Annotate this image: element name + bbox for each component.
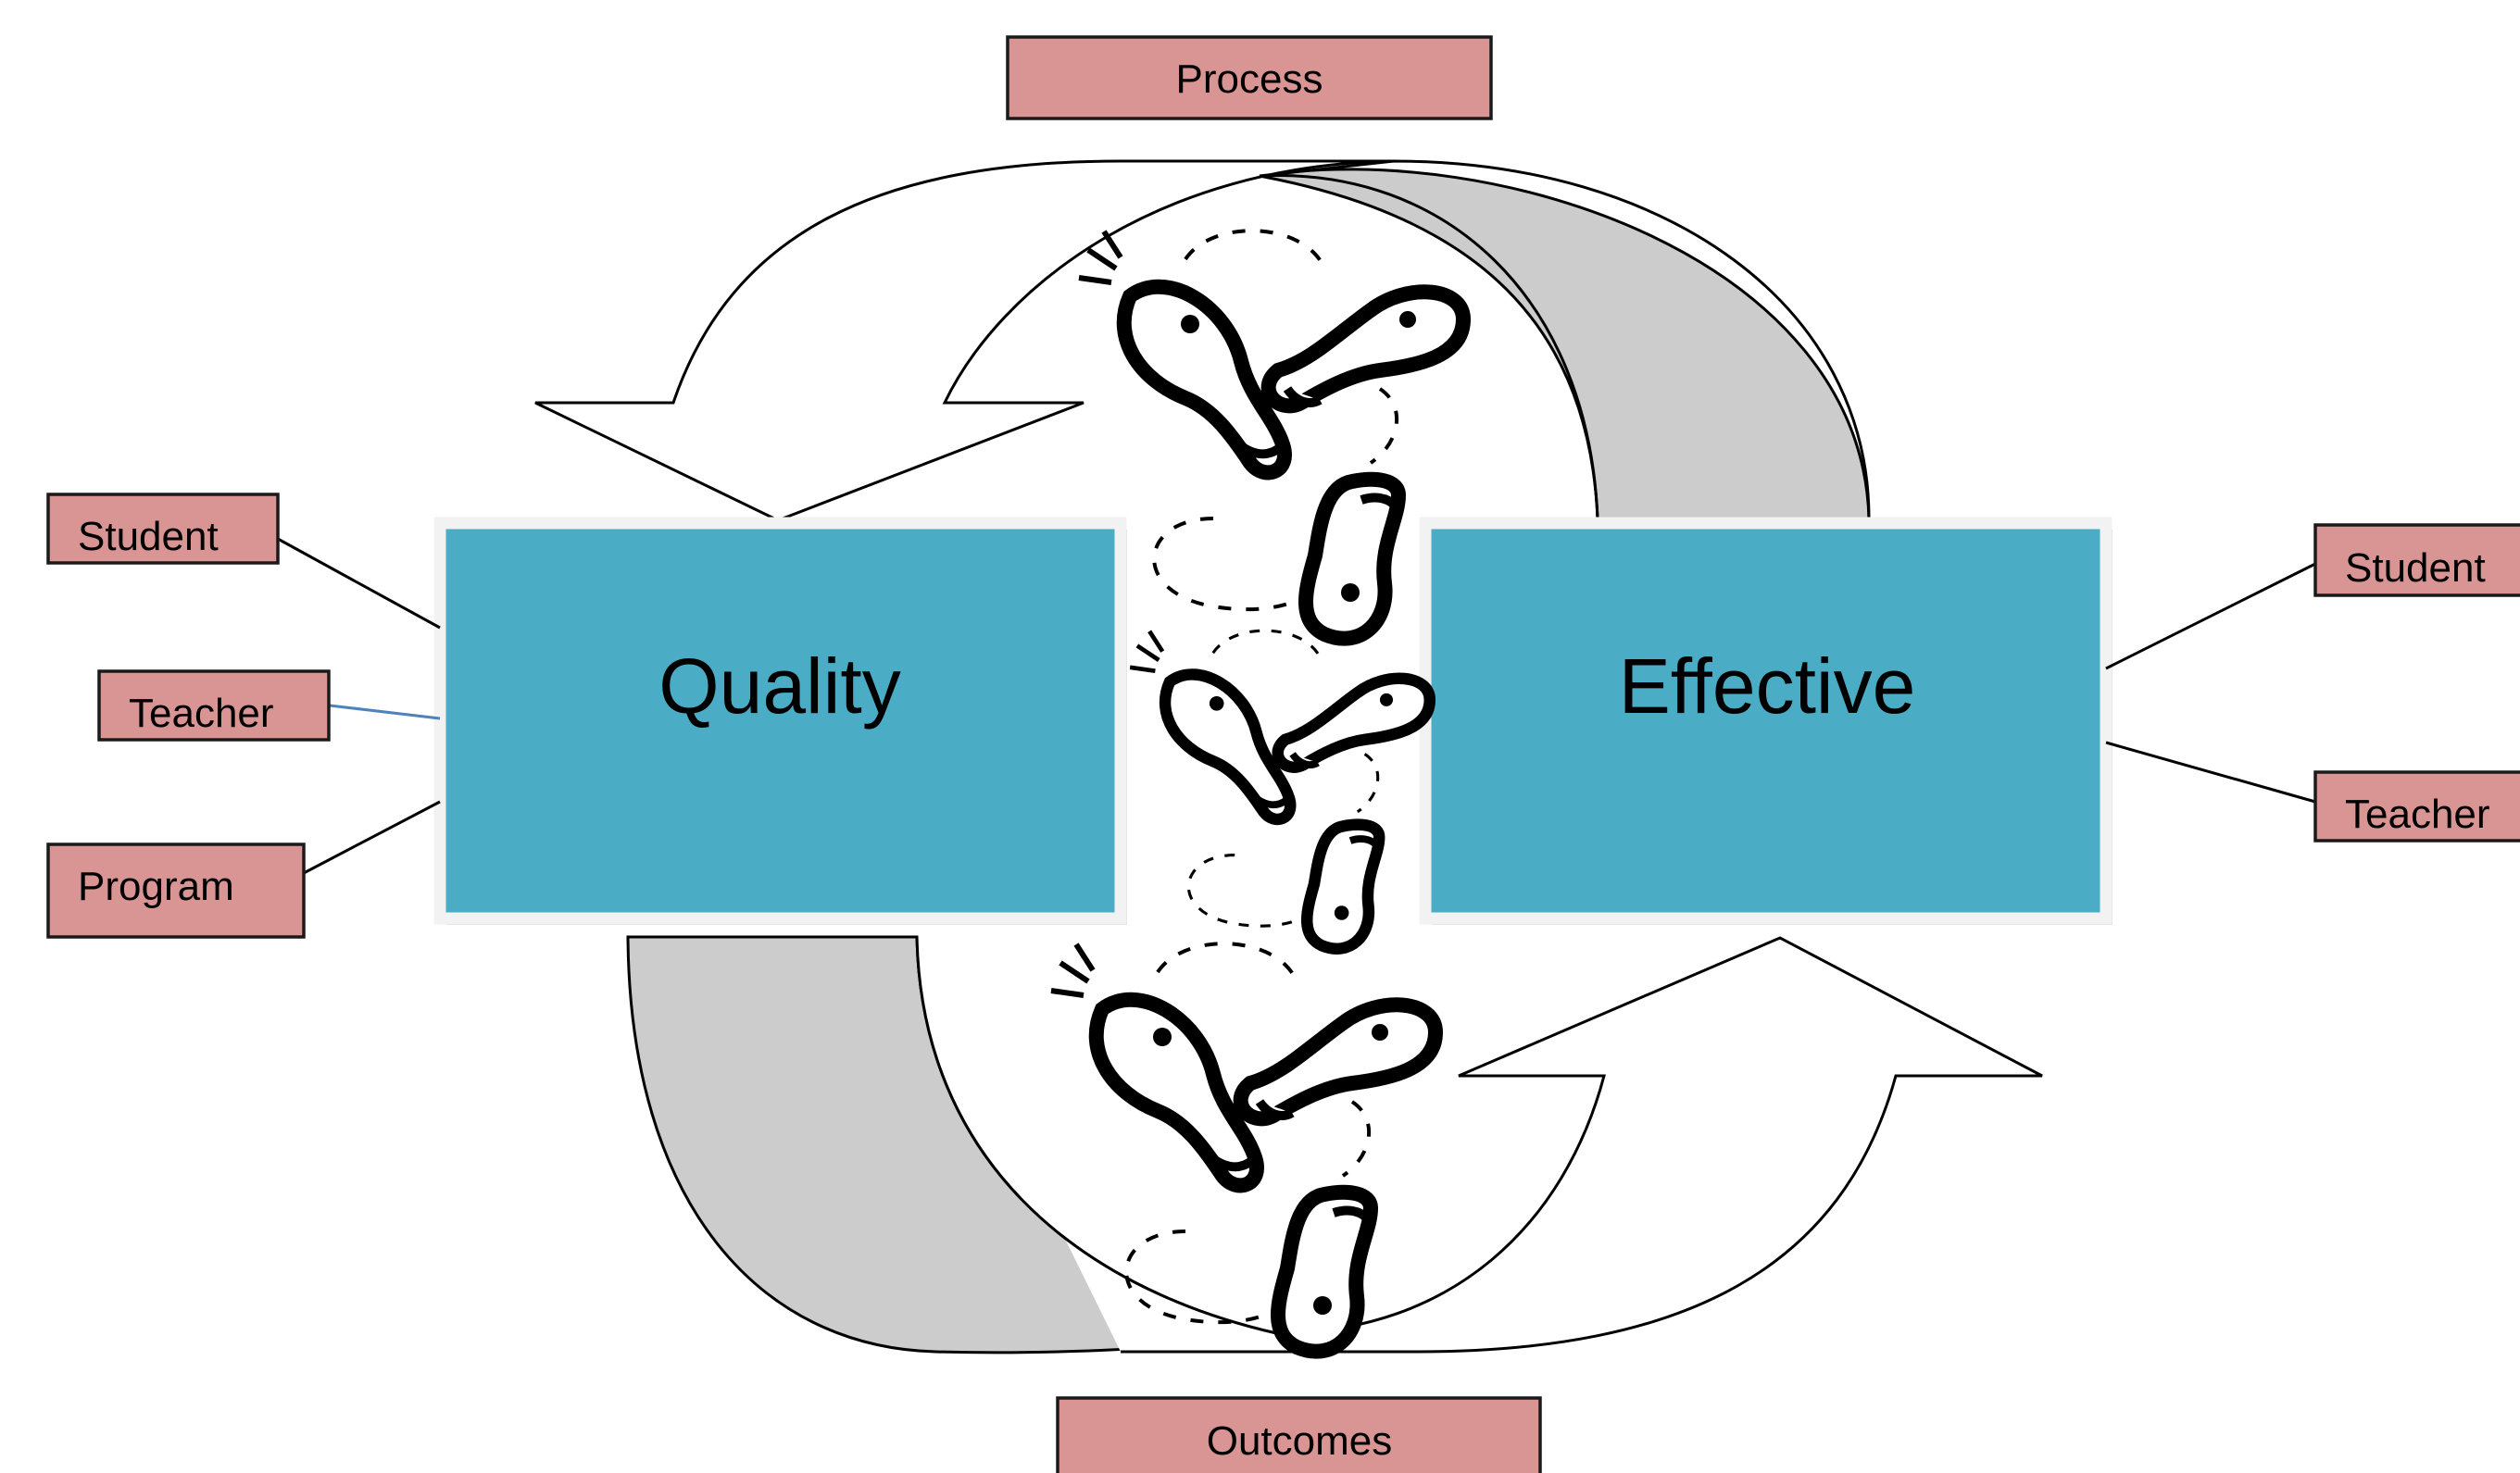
teacher-left-text: Teacher xyxy=(129,691,274,736)
teacher-left-connector xyxy=(329,704,441,720)
quality-box-title: Quality xyxy=(658,643,900,730)
program-left-box xyxy=(46,843,306,939)
teacher-right-connector xyxy=(2105,741,2316,804)
quality-box: Quality xyxy=(433,517,1127,925)
student-right-text: Student xyxy=(2345,545,2486,591)
bottom-arrow-body xyxy=(915,936,2043,1354)
student-left-label: Student xyxy=(46,493,280,565)
program-left-connector xyxy=(303,800,441,875)
outcomes-label: Outcomes xyxy=(1056,1396,1542,1473)
bottom-cycle-arrow xyxy=(626,935,2043,1354)
student-right-connector xyxy=(2105,562,2316,670)
process-label-box xyxy=(1006,35,1493,120)
bottom-arrow-shadow xyxy=(626,935,1277,1354)
teacher-right-label: Teacher xyxy=(2313,770,2520,843)
footprints-icon xyxy=(1130,630,1430,949)
teacher-left-label: Teacher xyxy=(97,669,331,742)
student-left-connector xyxy=(277,537,441,630)
process-label-text: Process xyxy=(1176,56,1323,102)
effective-box-title: Effective xyxy=(1619,643,1916,730)
teacher-right-box xyxy=(2313,770,2520,843)
quality-box-fill xyxy=(433,517,1127,925)
program-left-text: Program xyxy=(78,864,234,909)
teacher-left-box xyxy=(97,669,331,742)
top-arrow-shadow xyxy=(1259,168,1871,520)
effective-box: Effective xyxy=(1419,517,2113,925)
top-arrow-body xyxy=(534,159,1395,522)
teacher-right-text: Teacher xyxy=(2345,792,2490,837)
outcomes-label-box xyxy=(1056,1396,1542,1473)
student-left-text: Student xyxy=(78,514,219,559)
student-right-label: Student xyxy=(2313,523,2520,597)
footprints-icon xyxy=(1079,231,1463,639)
top-cycle-arrow xyxy=(534,159,1871,530)
program-left-label: Program xyxy=(46,843,306,939)
outcomes-label-text: Outcomes xyxy=(1207,1418,1393,1464)
student-left-box xyxy=(46,493,280,565)
student-right-box xyxy=(2313,523,2520,597)
process-label: Process xyxy=(1006,35,1493,120)
